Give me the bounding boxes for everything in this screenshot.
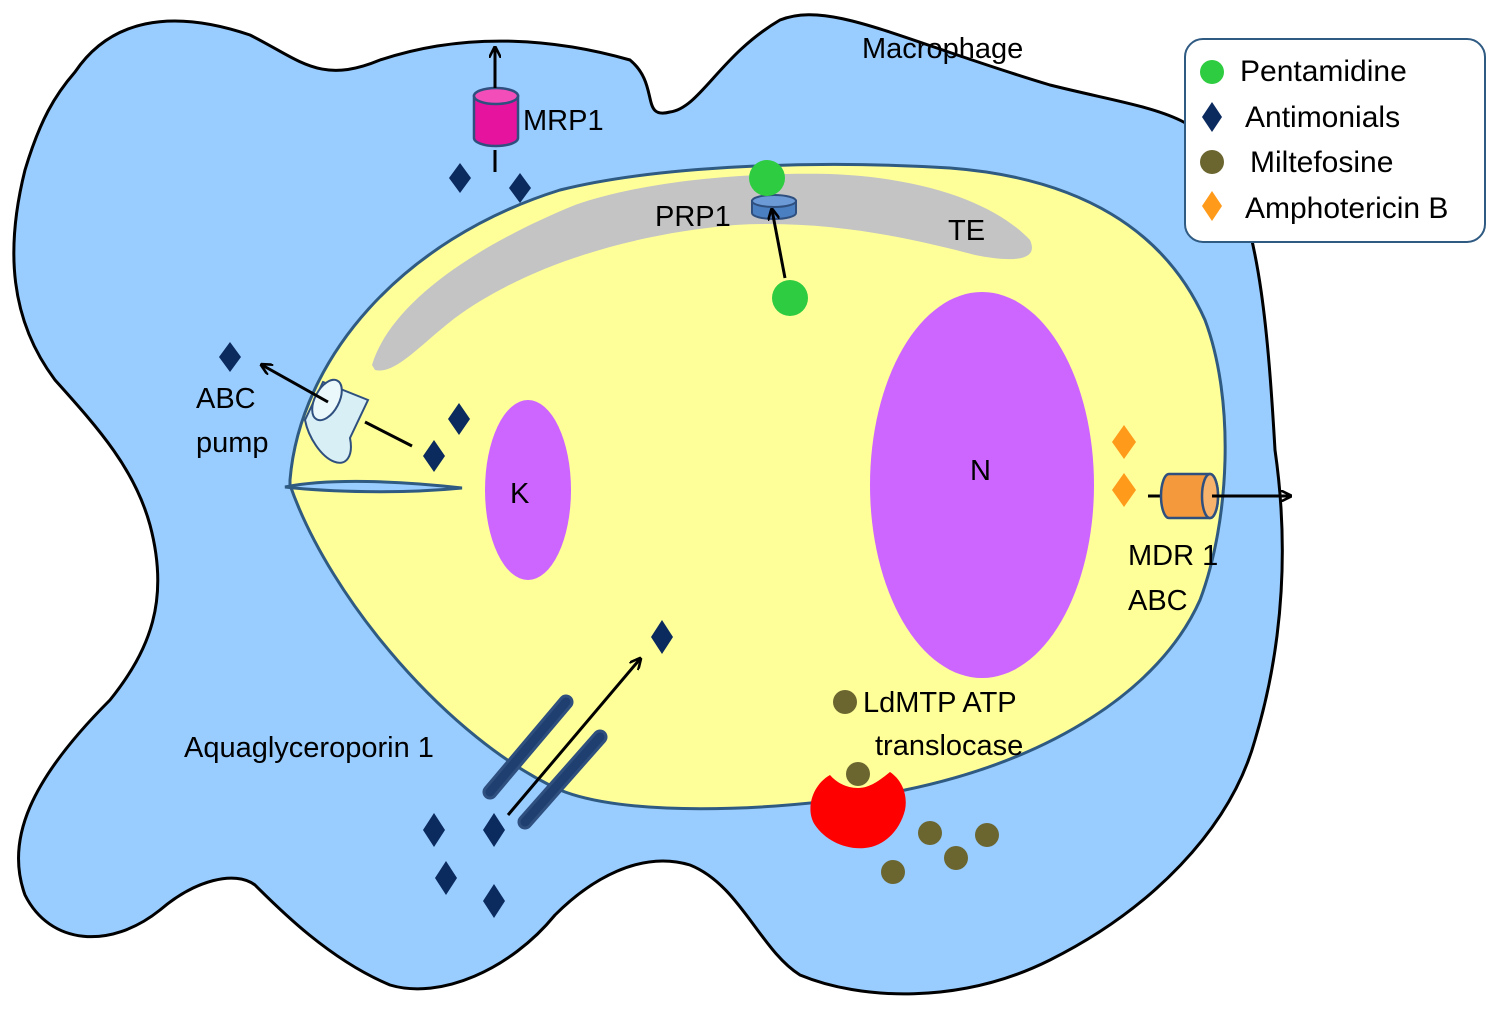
miltefosine-marker: [846, 762, 870, 786]
miltefosine-marker: [833, 690, 857, 714]
miltefosine-marker: [975, 823, 999, 847]
antimonial-marker: [651, 620, 673, 654]
mdr1-label-line1: MDR 1: [1128, 540, 1218, 572]
abc-pump-transporter: [262, 365, 413, 464]
legend: Pentamidine Antimonials Miltefosine Amph…: [1184, 38, 1486, 243]
antimonial-marker: [219, 342, 241, 372]
amphotericin-marker: [1112, 425, 1136, 459]
legend-antimonials-label: Antimonials: [1245, 101, 1400, 134]
antimonial-marker: [449, 163, 471, 193]
pentamidine-marker: [749, 160, 785, 196]
antimonial-marker: [483, 884, 505, 918]
kinetoplast-label: K: [510, 478, 530, 510]
kinetoplast: [485, 400, 571, 580]
miltefosine-marker: [881, 860, 905, 884]
nucleus: [870, 292, 1094, 678]
antimonial-marker: [423, 440, 445, 472]
abc-pump-label-line1: ABC: [196, 383, 256, 415]
miltefosine-marker: [918, 821, 942, 845]
aquaglyceroporin-label: Aquaglyceroporin 1: [184, 732, 434, 764]
te-label: TE: [948, 215, 985, 247]
legend-amphotericin-swatch: [1202, 191, 1222, 221]
prp1-label: PRP1: [655, 201, 731, 233]
aquaglyceroporin-channel: [482, 659, 640, 830]
macrophage-label: Macrophage: [862, 33, 1023, 65]
legend-pentamidine-label: Pentamidine: [1240, 55, 1407, 88]
ldmtp-translocase: [810, 772, 906, 849]
flagellar-pocket: [284, 479, 463, 494]
pentamidine-marker: [772, 280, 808, 316]
legend-miltefosine-label: Miltefosine: [1250, 146, 1393, 179]
antimonial-marker: [483, 813, 505, 847]
mdr1-label-line2: ABC: [1128, 585, 1188, 617]
nucleus-label: N: [970, 455, 991, 487]
legend-antimonials-swatch: [1202, 102, 1222, 132]
antimonial-marker: [423, 813, 445, 847]
ldmtp-label-line2: translocase: [875, 730, 1023, 762]
prp1-transporter: [751, 194, 797, 279]
antimonial-marker: [448, 403, 470, 435]
mdr1-abc-transporter: [1148, 472, 1290, 520]
antimonial-marker: [435, 861, 457, 895]
legend-amphotericin-label: Amphotericin B: [1245, 192, 1448, 225]
tubular-element: [372, 173, 1032, 371]
miltefosine-marker: [944, 846, 968, 870]
legend-miltefosine-swatch: [1200, 150, 1224, 174]
abc-pump-label-line2: pump: [196, 427, 269, 459]
antimonial-marker: [509, 173, 531, 203]
amphotericin-marker: [1112, 473, 1136, 507]
legend-pentamidine-swatch: [1200, 60, 1224, 84]
mrp1-transporter: [472, 48, 520, 172]
ldmtp-label-line1: LdMTP ATP: [863, 687, 1017, 719]
mrp1-label: MRP1: [523, 105, 604, 137]
